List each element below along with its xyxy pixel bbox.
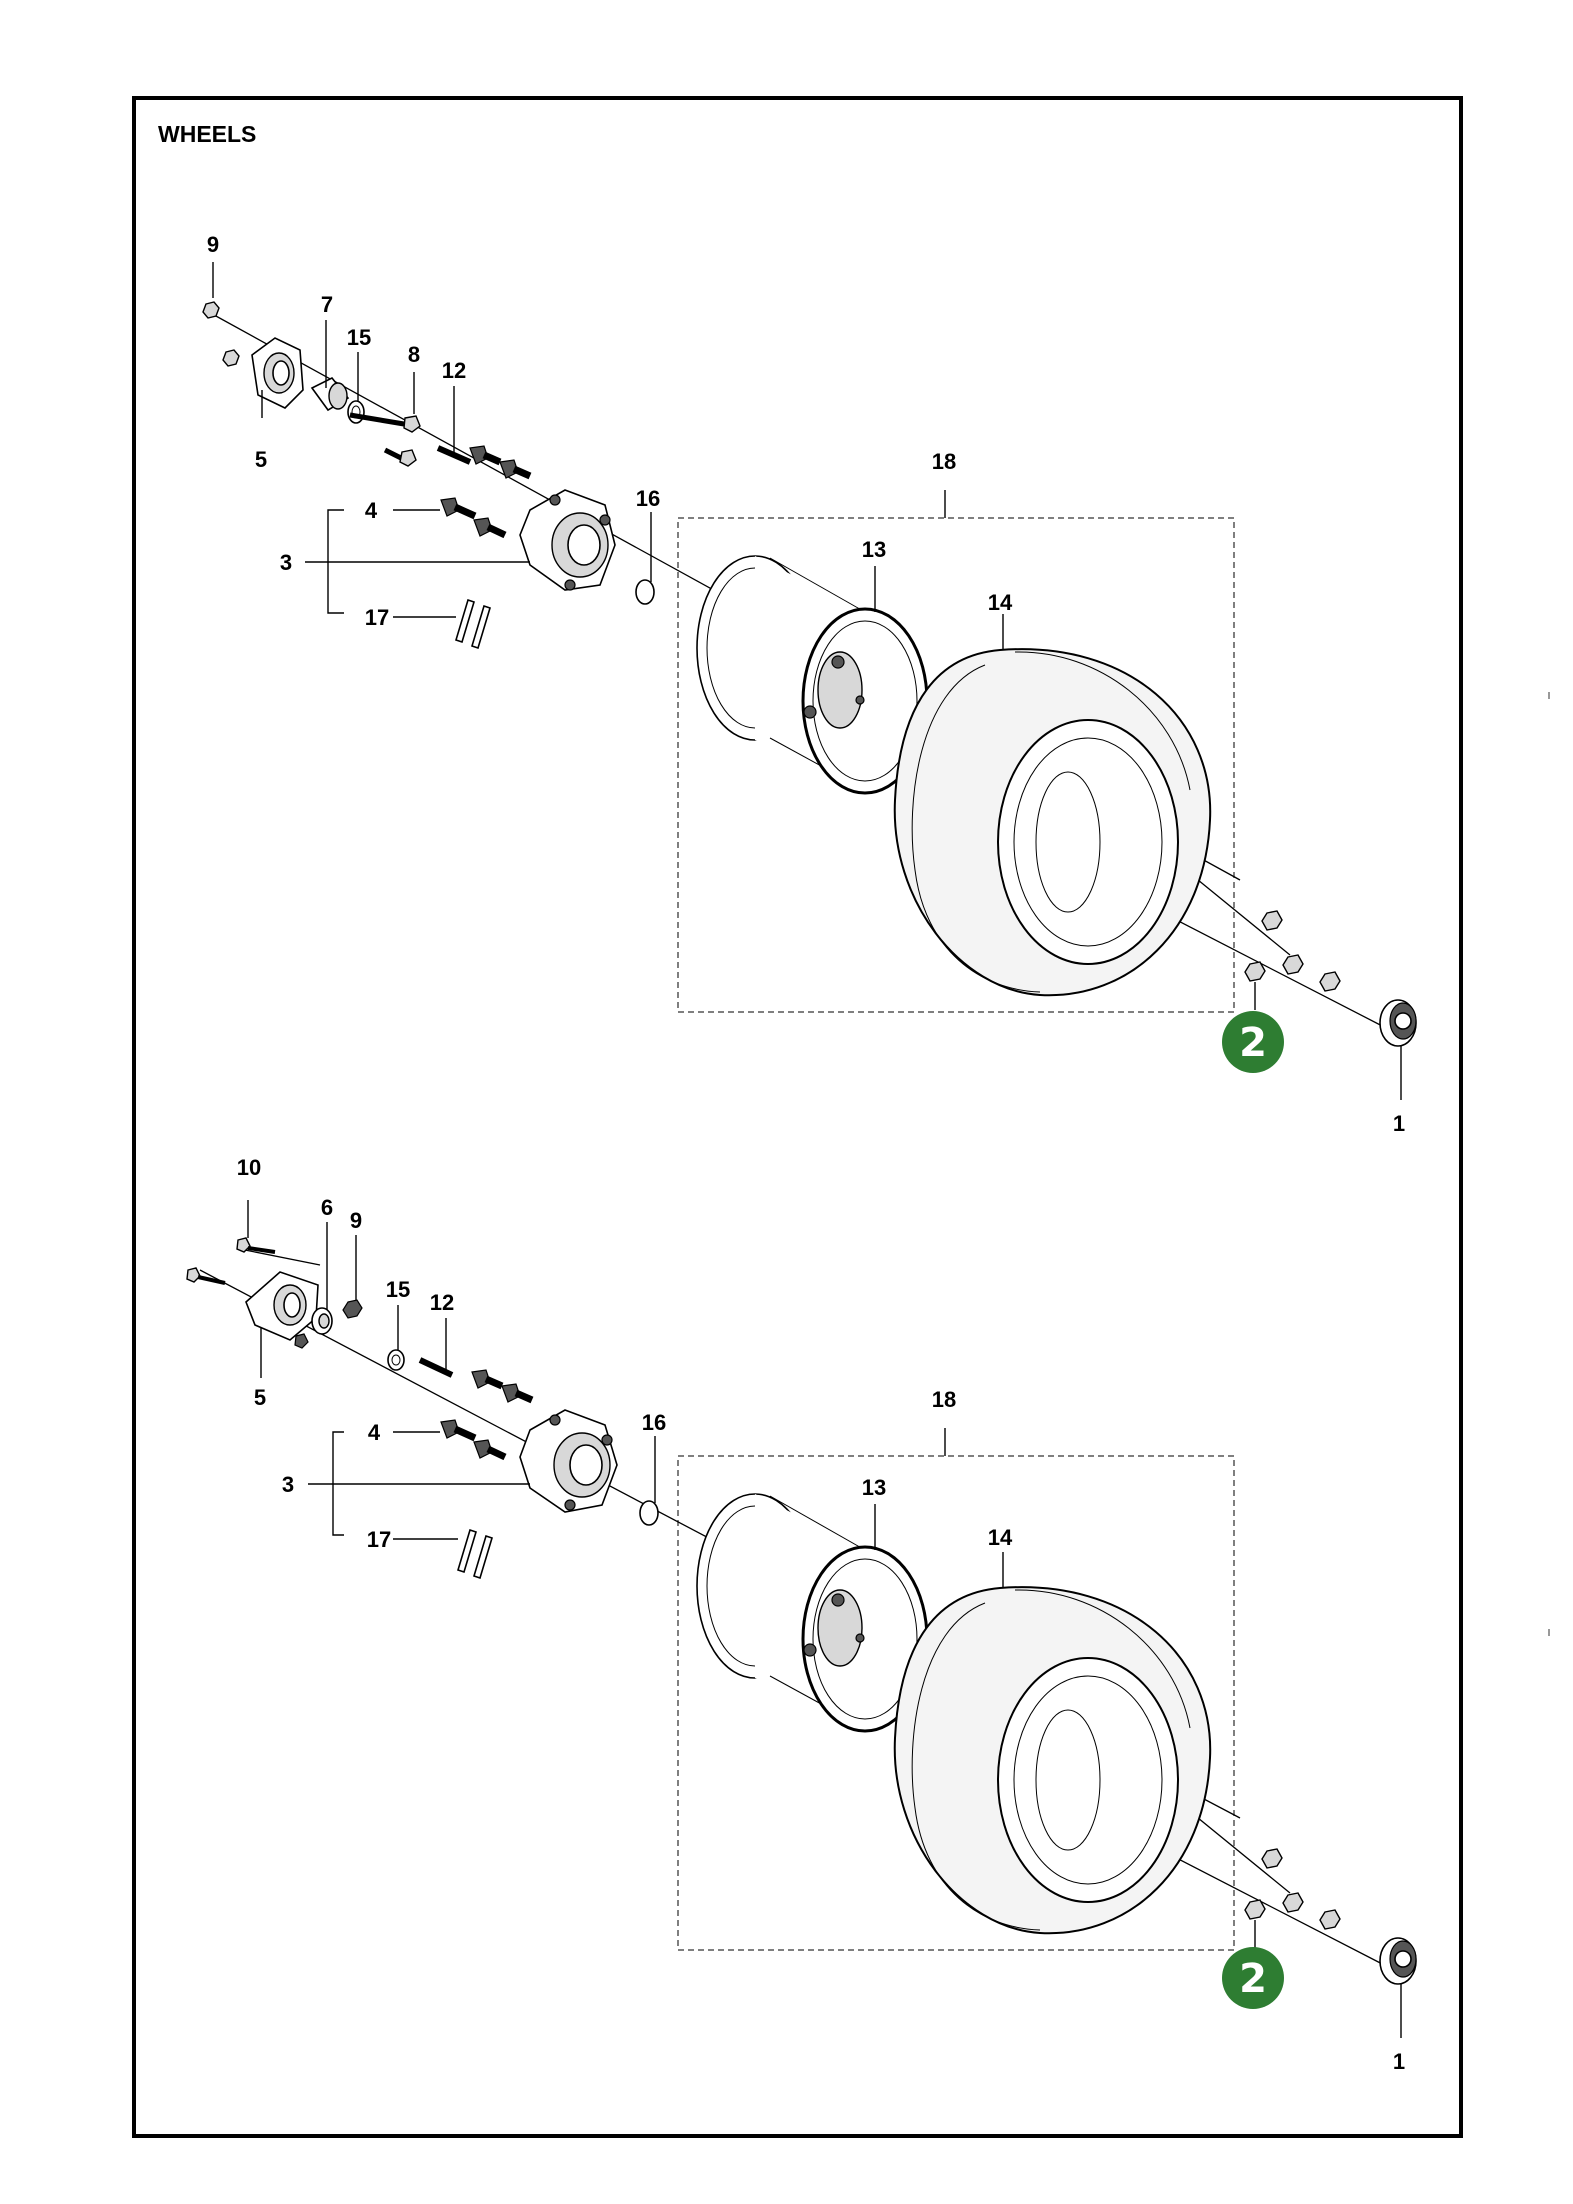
part-flange-bearing-5[interactable] — [245, 1271, 319, 1349]
callout-15: 15 — [386, 1277, 410, 1302]
part-washer-15[interactable] — [347, 400, 365, 424]
part-rim-13[interactable] — [696, 555, 929, 795]
highlight-badge-label: 2 — [1239, 1956, 1267, 2002]
part-washer-15[interactable] — [387, 1349, 405, 1371]
highlight-badge[interactable]: 2 — [1222, 1947, 1284, 2009]
callout-16: 16 — [636, 486, 660, 511]
callout-6: 6 — [321, 1195, 333, 1220]
highlight-badge[interactable]: 2 — [1222, 1011, 1284, 1073]
diagram-title: WHEELS — [158, 121, 256, 147]
part-flange-bearing-5[interactable] — [251, 337, 304, 409]
callout-9: 9 — [350, 1208, 362, 1233]
part-hub-3[interactable] — [519, 489, 616, 591]
part-spacer-7[interactable] — [310, 376, 350, 412]
part-tire-14[interactable] — [893, 648, 1212, 997]
part-stud-17[interactable] — [457, 1528, 493, 1580]
callout-14: 14 — [988, 590, 1013, 615]
part-tire-14[interactable] — [893, 1586, 1212, 1935]
callout-8: 8 — [408, 342, 420, 367]
part-bolts-hub[interactable] — [469, 445, 532, 480]
diagram-frame — [132, 96, 1463, 2138]
part-rim-13[interactable] — [696, 1493, 929, 1733]
highlight-badge-label: 2 — [1239, 1020, 1267, 1066]
part-o-ring-16[interactable] — [639, 1500, 659, 1526]
part-bolt-4[interactable] — [440, 497, 507, 539]
assembly-upper: 9 7 15 8 12 5 18 4 16 3 13 17 14 1 2 — [202, 232, 1417, 1136]
callout-1: 1 — [1393, 2049, 1405, 2074]
callout-13: 13 — [862, 1475, 886, 1500]
part-bolt-8[interactable] — [349, 412, 421, 467]
part-nut-9[interactable] — [202, 301, 220, 319]
callout-1: 1 — [1393, 1111, 1405, 1136]
callout-4: 4 — [365, 498, 378, 523]
callout-18: 18 — [932, 449, 956, 474]
part-nut-2[interactable] — [1244, 910, 1341, 992]
callout-16: 16 — [642, 1410, 666, 1435]
callout-12: 12 — [430, 1290, 454, 1315]
part-hub-cap-1[interactable] — [1379, 1937, 1417, 1985]
callout-9: 9 — [207, 232, 219, 257]
callout-17: 17 — [367, 1527, 391, 1552]
callout-17: 17 — [365, 605, 389, 630]
part-hub-cap-1[interactable] — [1379, 999, 1417, 1047]
callout-5: 5 — [255, 447, 267, 472]
callout-12: 12 — [442, 358, 466, 383]
part-nut-9[interactable] — [342, 1299, 363, 1319]
callout-3: 3 — [282, 1472, 294, 1497]
wheel-assembly-group-box — [677, 1455, 1235, 1951]
part-o-ring-16[interactable] — [635, 579, 655, 605]
callout-14: 14 — [988, 1525, 1013, 1550]
part-nut-2[interactable] — [1244, 1848, 1341, 1930]
callout-5: 5 — [254, 1385, 266, 1410]
callout-15: 15 — [347, 325, 371, 350]
part-stud-17[interactable] — [455, 598, 491, 650]
part-bolts-hub[interactable] — [471, 1369, 534, 1404]
part-bolt-10[interactable] — [186, 1237, 276, 1285]
part-spacer-6[interactable] — [311, 1307, 333, 1335]
callout-13: 13 — [862, 537, 886, 562]
callout-7: 7 — [321, 292, 333, 317]
assembly-lower: 10 6 9 15 12 5 18 4 16 3 13 17 14 1 2 — [186, 1155, 1417, 2074]
part-pin-12[interactable] — [418, 1357, 454, 1378]
part-hub-3[interactable] — [519, 1409, 618, 1513]
callout-4: 4 — [368, 1420, 381, 1445]
callout-3: 3 — [280, 550, 292, 575]
callout-10: 10 — [237, 1155, 261, 1180]
part-nut-small[interactable] — [222, 349, 240, 367]
callout-18: 18 — [932, 1387, 956, 1412]
wheel-assembly-group-box — [677, 517, 1235, 1013]
part-bolt-4[interactable] — [440, 1419, 507, 1461]
